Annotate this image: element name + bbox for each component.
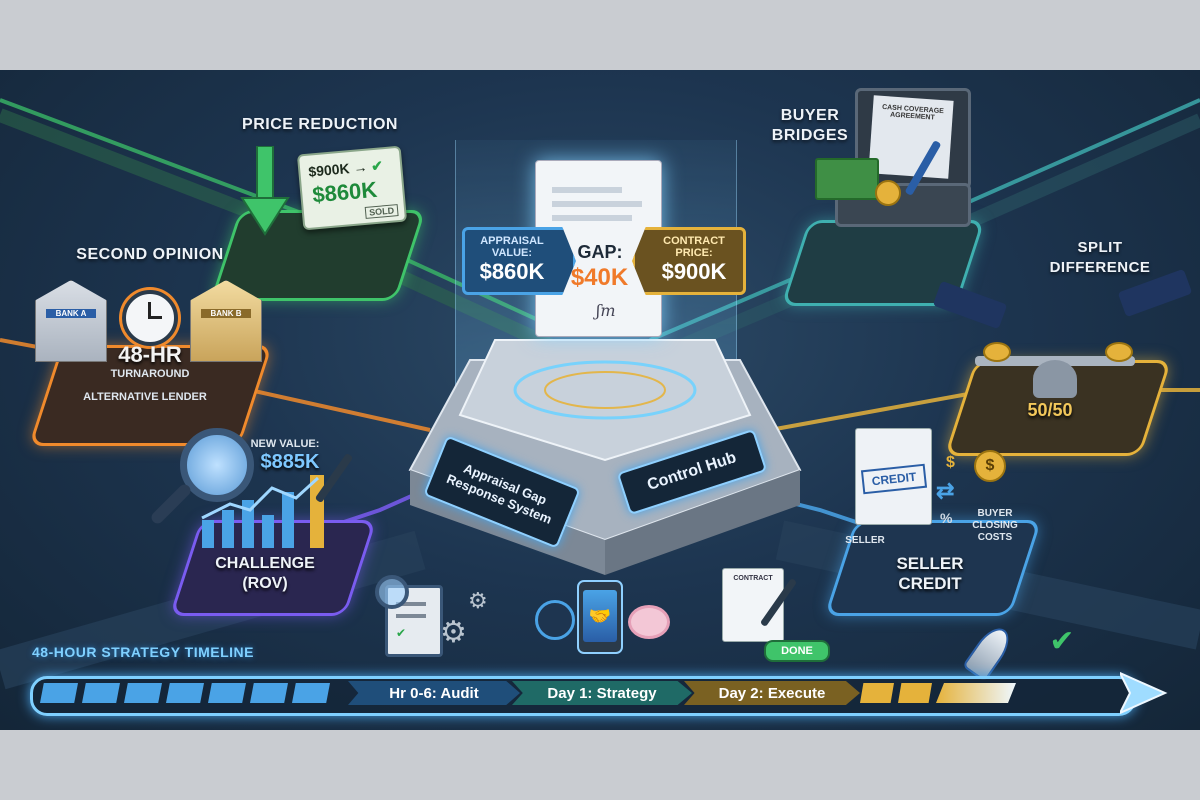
- timeline-phase-strategy: Day 1: Strategy: [512, 681, 692, 705]
- briefcase-icon: CASH COVERAGE AGREEMENT: [815, 88, 965, 218]
- gear-icon: ⚙: [440, 618, 467, 648]
- seller-small-label: SELLER: [830, 535, 900, 546]
- percent-icon: %: [940, 510, 952, 526]
- clock-icon: [122, 290, 178, 346]
- coin-icon: [875, 180, 901, 206]
- scale-icon: [975, 342, 1135, 402]
- coin-icon: [983, 342, 1011, 362]
- agreement-document: CASH COVERAGE AGREEMENT: [868, 95, 953, 178]
- split-difference-title: SPLIT DIFFERENCE: [1040, 238, 1160, 278]
- dollar-icon: $: [946, 454, 955, 472]
- timeline-arrow-head: [1120, 668, 1180, 718]
- turnaround-hours: 48-HR: [110, 342, 190, 368]
- timeline-phase-audit: Hr 0-6: Audit: [348, 681, 520, 705]
- document-icon: CREDIT: [855, 428, 932, 525]
- brain-icon: [628, 605, 670, 639]
- turnaround-label: TURNAROUND: [100, 368, 200, 380]
- new-price: $860K: [311, 177, 378, 209]
- magnifier-small-icon: [375, 575, 409, 609]
- arrow-down-coin-icon: $: [974, 450, 1006, 482]
- phone-handshake-icon: 🤝: [577, 580, 623, 654]
- exchange-arrows-icon: ⇄: [936, 478, 954, 504]
- bar-chart-icon: [200, 470, 340, 550]
- money-icon: [815, 158, 879, 200]
- signature: ʃm: [596, 301, 616, 320]
- new-value-label: NEW VALUE:: [240, 438, 330, 450]
- seller-credit-title: SELLER CREDIT: [880, 554, 980, 594]
- buyer-closing-costs-label: BUYER CLOSING COSTS: [960, 508, 1030, 544]
- price-reduction-title: PRICE REDUCTION: [220, 116, 420, 134]
- check-icon: ✔: [371, 157, 384, 174]
- sold-stamp: SOLD: [365, 204, 399, 219]
- timeline-title: 48-HOUR STRATEGY TIMELINE: [32, 644, 352, 660]
- network-icon: [535, 600, 575, 640]
- gap-value: $40K: [562, 264, 637, 292]
- credit-stamp: CREDIT: [861, 464, 927, 495]
- contract-price-badge: CONTRACT PRICE: $900K: [632, 227, 746, 295]
- done-badge: DONE: [764, 640, 830, 662]
- alternative-lender-label: ALTERNATIVE LENDER: [80, 390, 210, 404]
- gap-label: GAP:: [570, 242, 630, 263]
- hand-check-icon: ✔: [1040, 620, 1084, 664]
- gear-small-icon: ⚙: [468, 590, 488, 612]
- timeline-phase-execute: Day 2: Execute: [684, 681, 860, 705]
- second-opinion-title: SECOND OPINION: [40, 246, 260, 264]
- infographic-canvas: PRICE REDUCTION $900K → ✔ $860K SOLD BUY…: [0, 70, 1200, 730]
- challenge-title: CHALLENGE (ROV): [200, 554, 330, 594]
- price-tag: $900K → ✔ $860K SOLD: [297, 146, 407, 231]
- arrow-down-icon: [240, 146, 290, 236]
- coin-icon: [1105, 342, 1133, 362]
- appraisal-value-badge: APPRAISAL VALUE: $860K: [462, 227, 576, 295]
- split-ratio: 50/50: [1000, 400, 1100, 421]
- new-value: $885K: [240, 451, 340, 474]
